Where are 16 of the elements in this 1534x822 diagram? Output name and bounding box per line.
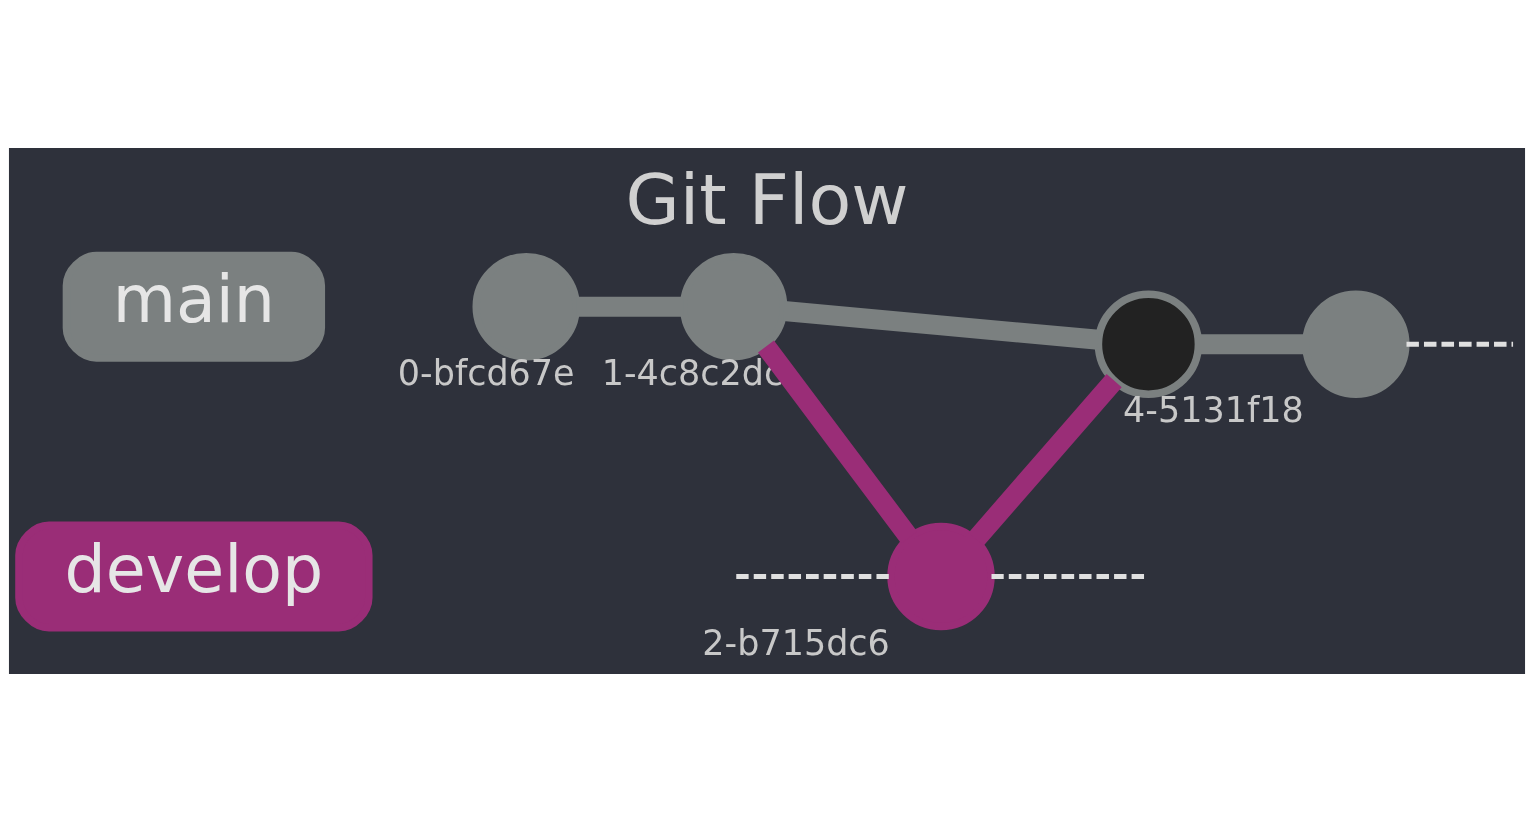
node-circle [1302, 290, 1410, 398]
connector [991, 574, 1146, 580]
node-circle [887, 522, 995, 631]
connector [968, 374, 1122, 546]
node-box: main [62, 251, 326, 362]
connector [1198, 334, 1306, 355]
node-label: 0-bfcd67e [397, 352, 575, 393]
connector [783, 301, 1100, 350]
node-box: develop [15, 521, 373, 632]
connector [758, 340, 918, 544]
node-label: 2-b715dc6 [702, 622, 890, 663]
connector [1406, 341, 1514, 347]
node-label: 4-5131f18 [1123, 390, 1304, 431]
connector [576, 296, 684, 317]
connector [736, 574, 891, 580]
diagram-title: Git Flow [625, 158, 909, 240]
